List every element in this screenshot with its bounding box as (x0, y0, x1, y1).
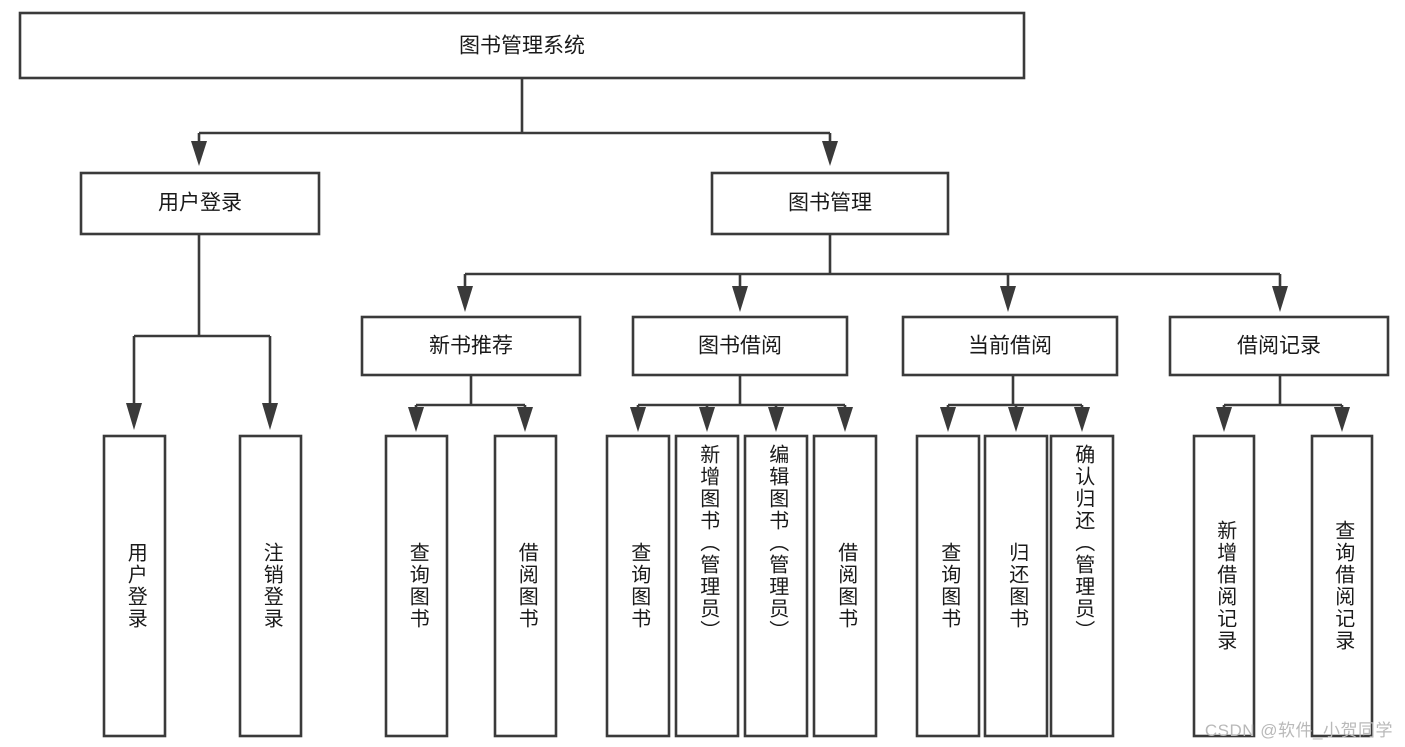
arrowhead-new-book (457, 286, 473, 312)
arrowhead-user-login (191, 141, 207, 166)
node-user-login[interactable] (79, 171, 321, 236)
leaf-box-book-borrow-1[interactable] (605, 434, 671, 738)
node-new-book-recommend[interactable] (360, 315, 582, 377)
connector-group-book-mgmt (457, 234, 1288, 312)
node-user-login-label: 用户登录 (158, 192, 242, 215)
node-book-management-label: 图书管理 (788, 192, 872, 215)
node-new-book-recommend-label: 新书推荐 (429, 335, 513, 358)
leaf-box-current-borrow-1[interactable] (915, 434, 981, 738)
node-root-system[interactable] (18, 11, 1026, 80)
leaf-box-borrow-records-2[interactable] (1310, 434, 1374, 738)
node-book-borrow[interactable] (631, 315, 849, 377)
arrowhead-leaf-current-borrow-2 (1008, 407, 1024, 432)
leaf-box-current-borrow-3[interactable] (1049, 434, 1115, 738)
node-borrow-records[interactable] (1168, 315, 1390, 377)
arrowhead-leaf-book-borrow-3 (768, 407, 784, 432)
leaf-box-new-book-1[interactable] (384, 434, 449, 738)
arrowhead-leaf-user-login-1 (126, 403, 142, 430)
leaf-box-current-borrow-2[interactable] (983, 434, 1049, 738)
arrowhead-leaf-current-borrow-3 (1074, 407, 1090, 432)
arrowhead-leaf-borrow-records-1 (1216, 407, 1232, 432)
arrowhead-leaf-new-book-2 (517, 407, 533, 432)
arrowhead-leaf-borrow-records-2 (1334, 407, 1350, 432)
connector-group-book-borrow (630, 375, 853, 432)
leaf-box-borrow-records-1[interactable] (1192, 434, 1256, 738)
arrowhead-book-borrow (732, 286, 748, 312)
connector-group-borrow-records (1216, 375, 1350, 432)
leaf-box-book-borrow-2[interactable] (674, 434, 740, 738)
arrowhead-leaf-book-borrow-1 (630, 407, 646, 432)
node-book-management[interactable] (710, 171, 950, 236)
connector-group-user-login (126, 234, 278, 430)
arrowhead-leaf-current-borrow-1 (940, 407, 956, 432)
node-current-borrow[interactable] (901, 315, 1119, 377)
connector-group-current-borrow (940, 375, 1090, 432)
arrowhead-book-mgmt (822, 141, 838, 166)
arrowhead-leaf-book-borrow-4 (837, 407, 853, 432)
leaf-box-book-borrow-3[interactable] (743, 434, 809, 738)
arrowhead-leaf-user-login-2 (262, 403, 278, 430)
connector-group-new-book (408, 375, 533, 432)
node-book-borrow-label: 图书借阅 (698, 335, 782, 358)
leaf-box-book-borrow-4[interactable] (812, 434, 878, 738)
leaf-box-user-login-2[interactable] (238, 434, 303, 738)
arrowhead-borrow-records (1272, 286, 1288, 312)
arrowhead-leaf-book-borrow-2 (699, 407, 715, 432)
node-current-borrow-label: 当前借阅 (968, 335, 1052, 358)
node-borrow-records-label: 借阅记录 (1237, 335, 1321, 358)
node-root-system-label: 图书管理系统 (459, 35, 585, 58)
connector-group-root (191, 78, 838, 166)
arrowhead-current-borrow (1000, 286, 1016, 312)
arrowhead-leaf-new-book-1 (408, 407, 424, 432)
leaf-box-user-login-1[interactable] (102, 434, 167, 738)
leaf-box-new-book-2[interactable] (493, 434, 558, 738)
